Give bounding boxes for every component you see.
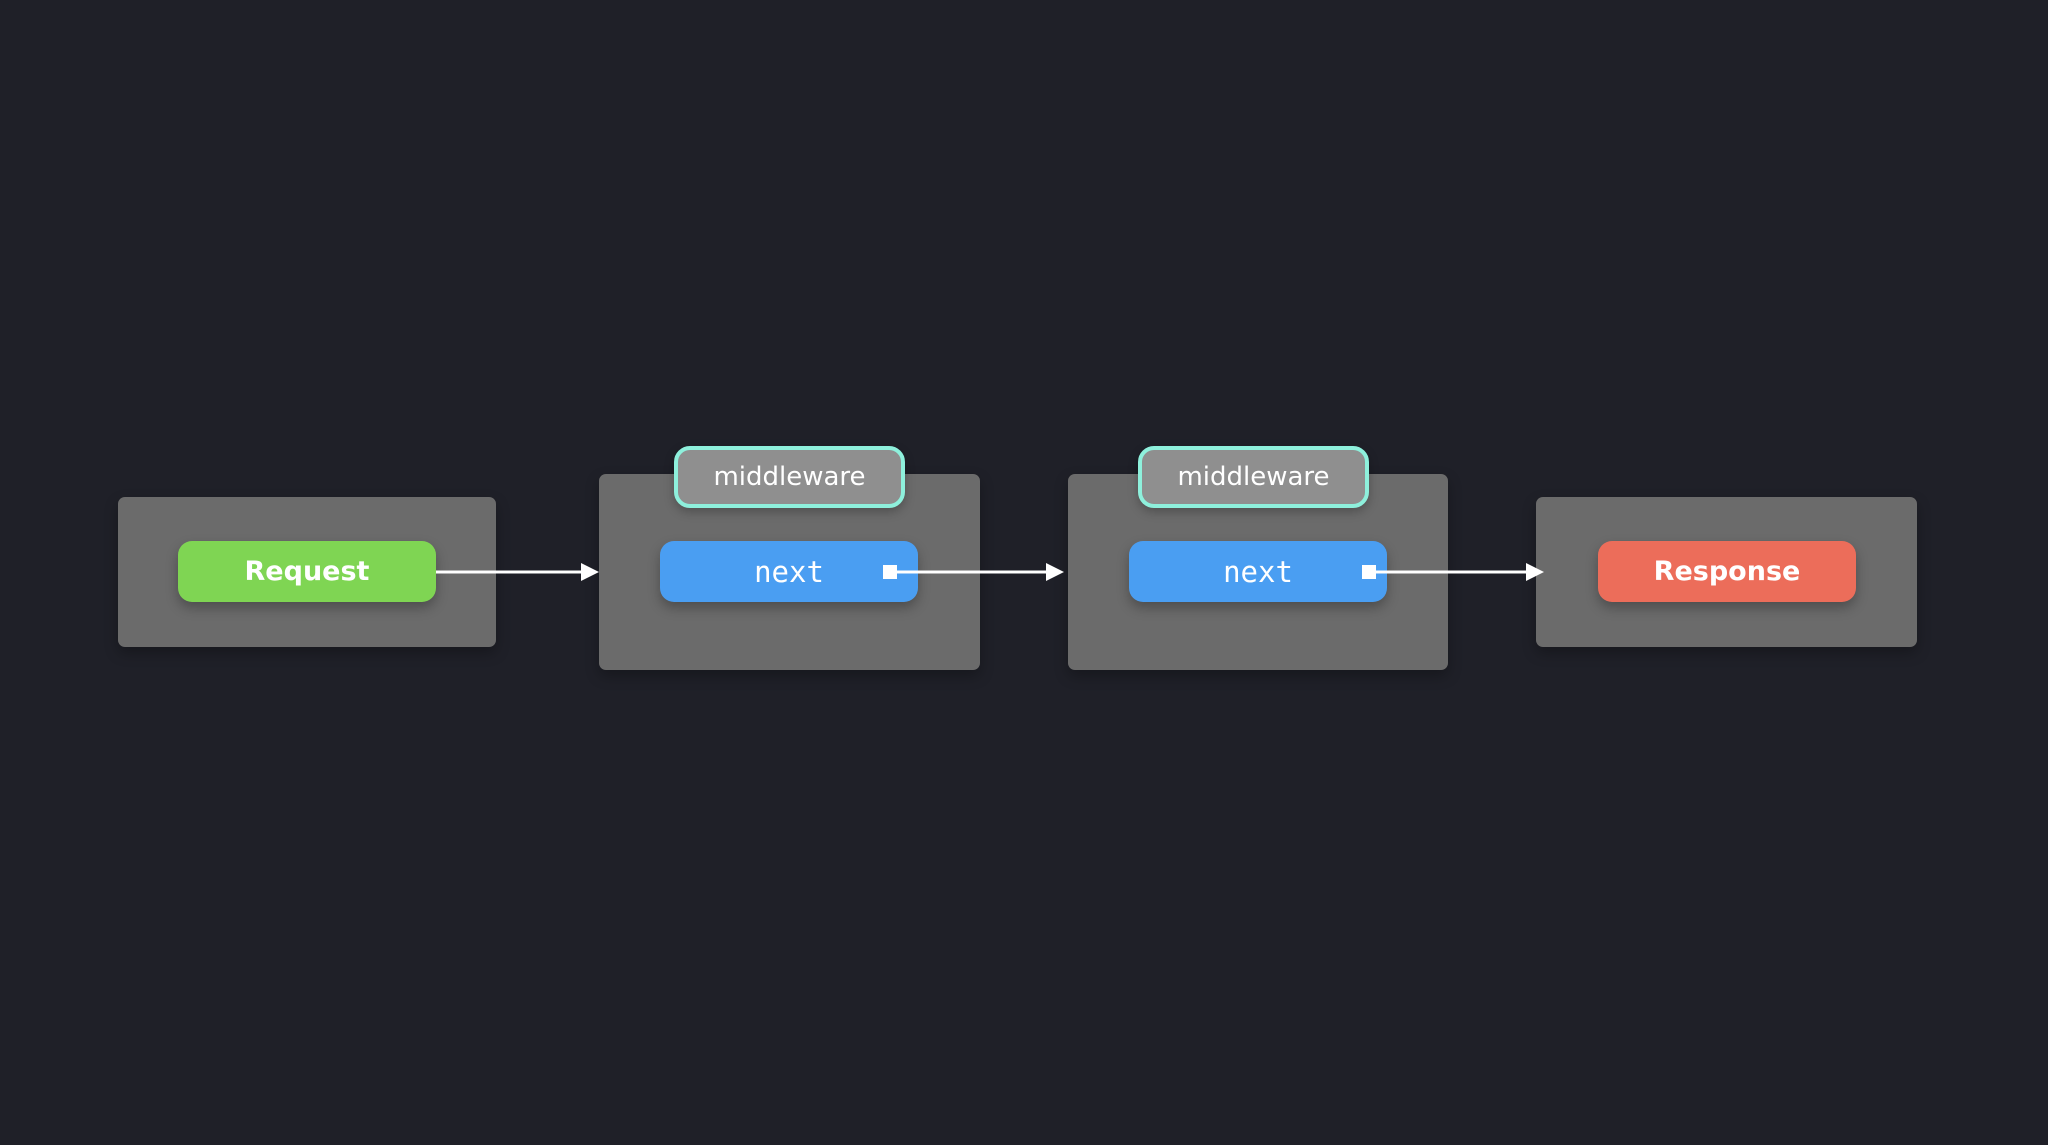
middleware-2-next-connector [1362,565,1376,579]
middleware-1-next-connector [883,565,897,579]
middleware-2-next-node: next [1129,541,1387,602]
middleware-1-next-node: next [660,541,918,602]
middleware-2-tag: middleware [1138,446,1369,508]
arrow-head-1 [581,563,599,581]
arrow-head-2 [1046,563,1064,581]
response-node: Response [1598,541,1856,602]
request-node: Request [178,541,436,602]
middleware-1-tag: middleware [674,446,905,508]
